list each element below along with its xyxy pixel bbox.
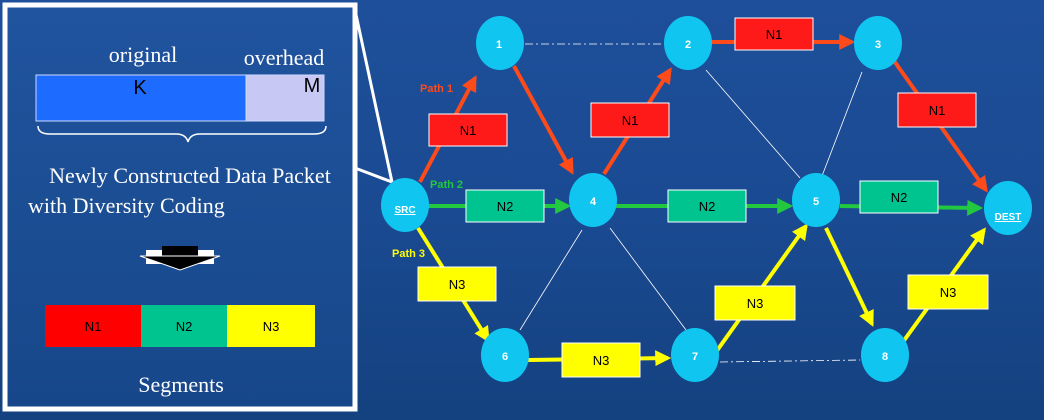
edge-3-5 xyxy=(821,71,863,177)
packet-n2-5-dest xyxy=(859,180,939,214)
packet-n1-4-2-label: N1 xyxy=(622,113,639,128)
network-nodes: SRC 1 2 3 4 5 6 7 xyxy=(381,16,1032,382)
packet-n2-5-dest-label: N2 xyxy=(891,190,908,205)
down-arrow-icon xyxy=(139,246,221,271)
node-dest-label: DEST xyxy=(995,212,1022,223)
node-8-label: 8 xyxy=(882,351,888,363)
packet-n2-src-4-label: N2 xyxy=(497,199,514,214)
callout-line-bottom xyxy=(354,166,393,184)
brace xyxy=(37,125,327,143)
edge-4-6 xyxy=(519,229,583,331)
path3-label: Path 3 xyxy=(392,248,425,260)
packet-n1-2-3 xyxy=(734,17,814,51)
node-1-label: 1 xyxy=(496,39,502,51)
edge-2-5 xyxy=(705,69,801,179)
packet-n2-src-4 xyxy=(465,189,545,223)
packet-boxes: N1 N1 N1 N1 N2 N2 N2 N3 N3 N3 N3 xyxy=(417,17,989,378)
segment-label-n2: N2 xyxy=(176,319,193,334)
path2-label: Path 2 xyxy=(430,179,463,191)
edge-7-8 xyxy=(719,359,861,363)
caption-line2: with Diversity Coding xyxy=(28,193,225,218)
node-5-label: 5 xyxy=(813,196,819,208)
packet-n1-3-dest xyxy=(897,92,977,128)
packet-n3-8-dest xyxy=(907,274,989,310)
node-3-label: 3 xyxy=(875,39,881,51)
node-7-label: 7 xyxy=(692,351,698,363)
edge-4-7 xyxy=(609,227,687,331)
original-bar xyxy=(35,74,247,122)
node-3: 3 xyxy=(854,16,902,70)
packet-n3-7-5-label: N3 xyxy=(747,296,764,311)
node-2: 2 xyxy=(664,16,712,70)
packet-n3-7-5 xyxy=(714,285,796,321)
arrow-1-4 xyxy=(512,65,574,175)
overhead-bar xyxy=(245,74,325,122)
packet-n1-4-2 xyxy=(590,102,670,138)
arrow-5-8 xyxy=(824,227,874,327)
node-4: 4 xyxy=(569,173,617,227)
caption-line1: Newly Constructed Data Packet xyxy=(49,163,331,188)
network-edges xyxy=(519,43,863,363)
packet-panel: original overhead K M Newly Constructed … xyxy=(2,2,394,412)
packet-n1-src-1-label: N1 xyxy=(460,123,477,138)
node-src: SRC xyxy=(381,178,429,232)
packet-n2-4-5-label: N2 xyxy=(699,199,716,214)
packet-n1-2-3-label: N1 xyxy=(766,27,783,42)
node-8: 8 xyxy=(861,328,909,382)
callout-line-top xyxy=(353,9,394,183)
packet-n3-src-6-label: N3 xyxy=(449,277,466,292)
path1-label: Path 1 xyxy=(420,83,453,95)
node-7: 7 xyxy=(671,328,719,382)
segment-n3 xyxy=(227,305,315,347)
segment-label-n3: N3 xyxy=(263,319,280,334)
packet-n3-6-7-label: N3 xyxy=(593,353,610,368)
node-4-label: 4 xyxy=(590,196,597,208)
overhead-label: overhead xyxy=(244,45,325,70)
packet-n1-src-1 xyxy=(428,113,508,147)
packet-n3-6-7 xyxy=(561,342,641,378)
original-symbol: K xyxy=(133,77,147,99)
node-6-label: 6 xyxy=(502,351,508,363)
node-5: 5 xyxy=(792,173,840,227)
node-src-label: SRC xyxy=(394,205,415,216)
original-label: original xyxy=(109,42,177,67)
segments-label: Segments xyxy=(138,372,224,397)
packet-n1-3-dest-label: N1 xyxy=(929,103,946,118)
segment-n2 xyxy=(141,305,227,347)
node-1: 1 xyxy=(476,16,524,70)
segment-n1 xyxy=(45,305,141,347)
packet-n2-4-5 xyxy=(667,189,747,223)
packet-n3-src-6 xyxy=(417,266,497,302)
packet-n3-8-dest-label: N3 xyxy=(940,285,957,300)
node-2-label: 2 xyxy=(685,39,691,51)
overhead-symbol: M xyxy=(304,75,321,97)
node-6: 6 xyxy=(481,328,529,382)
node-dest: DEST xyxy=(984,181,1032,235)
segment-label-n1: N1 xyxy=(85,319,102,334)
